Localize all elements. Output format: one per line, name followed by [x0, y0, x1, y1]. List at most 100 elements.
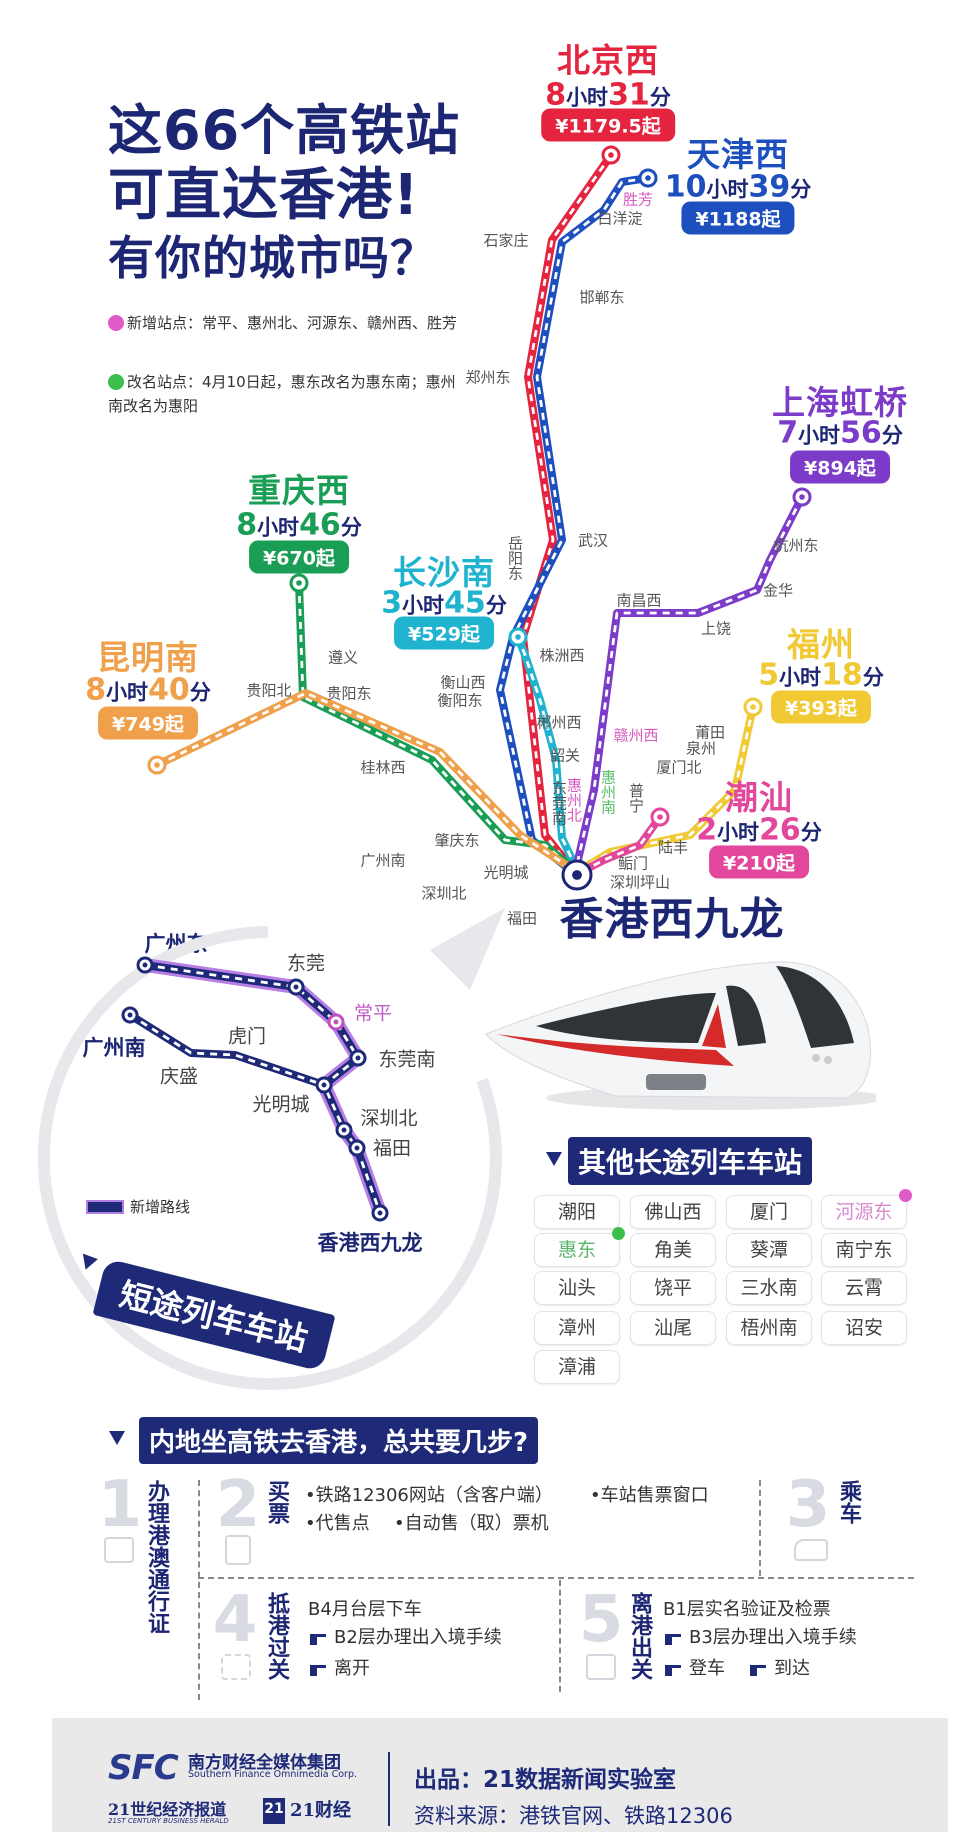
- step-2-option: •自动售（取）票机: [394, 1513, 549, 1534]
- other-station-chip: 汕尾: [630, 1311, 716, 1345]
- sfc-logo: SFC: [108, 1748, 179, 1788]
- minute-unit: 分: [340, 515, 362, 540]
- other-station-chip: 漳浦: [534, 1350, 620, 1384]
- renamed-station-icon: [612, 1227, 625, 1240]
- destination-name: 北京西: [557, 41, 659, 80]
- station-label: 深圳北: [421, 884, 467, 903]
- terminus-node-dot: [645, 175, 651, 181]
- existing-route-line: [127, 1011, 326, 1089]
- station-label: 贵阳北: [246, 681, 292, 700]
- step-2-option: •铁路12306网站（含客户端）: [305, 1485, 553, 1506]
- station-label: 白洋淀: [597, 209, 643, 228]
- step-4-number: 4: [212, 1583, 258, 1657]
- caijing-logo: 21财经: [290, 1800, 352, 1821]
- short-route-node-dot: [127, 1012, 133, 1018]
- destination-travel-time: 10小时39分: [665, 170, 812, 205]
- step-4-line-text: B2层办理出入境手续: [334, 1627, 502, 1648]
- page-title-line-2: 可直达香港!: [108, 163, 420, 228]
- station-label: 武汉: [577, 531, 609, 550]
- destination-name: 福州: [787, 625, 855, 664]
- destination-price-badge: ¥670起: [249, 540, 349, 574]
- short-route-station-label: 庆盛: [159, 1065, 199, 1088]
- footer: SFC 南方财经全媒体集团 Southern Finance Omnimedia…: [52, 1718, 948, 1832]
- divider: [198, 1577, 914, 1579]
- destination-price-badge: ¥749起: [98, 706, 198, 740]
- destination-name: 潮汕: [725, 778, 793, 817]
- terminus-node-dot: [608, 152, 614, 158]
- new-station-icon: [899, 1189, 912, 1202]
- other-station-chip: 三水南: [726, 1271, 812, 1305]
- destination-price-badge: ¥1179.5起: [541, 108, 675, 142]
- step-2-option: •代售点: [305, 1513, 370, 1534]
- travel-minutes: 40: [148, 672, 190, 708]
- short-route-node-dot: [142, 962, 148, 968]
- step-5-title: 离港出关: [627, 1592, 652, 1680]
- hub-node-dot: [572, 870, 582, 880]
- other-stations-banner: 其他长途列车车站: [568, 1137, 813, 1185]
- destination-price-badge: ¥393起: [771, 690, 871, 724]
- other-station-chip: 梧州南: [726, 1311, 812, 1345]
- other-station-chip: 佛山西: [630, 1195, 716, 1229]
- other-station-name: 厦门: [749, 1201, 788, 1223]
- other-station-chip: 潮阳: [534, 1195, 620, 1229]
- hour-unit: 小时: [106, 680, 149, 705]
- destination-travel-time: 8小时40分: [85, 673, 211, 708]
- hour-unit: 小时: [566, 85, 609, 110]
- station-label: 石家庄: [483, 231, 529, 250]
- other-stations-triangle-icon: [546, 1152, 562, 1166]
- terminus-node-dot: [515, 634, 521, 640]
- travel-hours: 8: [85, 672, 107, 708]
- other-station-chip: 饶平: [630, 1271, 716, 1305]
- other-station-name: 漳浦: [557, 1356, 596, 1378]
- station-label: 南昌西: [616, 591, 662, 610]
- other-station-name: 佛山西: [644, 1201, 702, 1223]
- terminus-node-dot: [657, 814, 663, 820]
- pointing-hand-icon: [750, 1665, 766, 1676]
- page-title-line-1: 这66个高铁站: [108, 99, 461, 162]
- terminus-node-dot: [296, 580, 302, 586]
- new-route-legend-label: 新增路线: [130, 1198, 191, 1216]
- destination-name: 长沙南: [393, 553, 495, 592]
- station-label: 广州南: [360, 851, 406, 870]
- other-station-chip: 南宁东: [821, 1233, 907, 1267]
- short-route-station-label: 东莞: [286, 952, 326, 975]
- step-5-line-text: B3层办理出入境手续: [689, 1627, 857, 1648]
- hour-unit: 小时: [257, 515, 300, 540]
- destination-name: 昆明南: [97, 638, 199, 677]
- new-route-line-dash: [144, 963, 382, 1214]
- short-route-station-label: 深圳北: [360, 1107, 418, 1130]
- id-card-icon: [104, 1537, 134, 1563]
- step-5-line: 到达: [748, 1654, 810, 1680]
- minute-unit: 分: [790, 177, 812, 202]
- kunming-line-dash: [156, 691, 578, 874]
- shanghai-line-dash: [576, 496, 804, 861]
- short-route-station-label: 常平: [353, 1002, 393, 1025]
- other-station-chip: 葵潭: [726, 1233, 812, 1267]
- minute-unit: 分: [649, 85, 671, 110]
- station-label: 惠州北: [565, 777, 583, 823]
- other-station-name: 三水南: [740, 1277, 798, 1299]
- step-5-number: 5: [578, 1583, 624, 1657]
- step-5-line: B3层办理出入境手续: [663, 1623, 857, 1649]
- page-title-line-3: 有你的城市吗？: [108, 231, 437, 285]
- hour-unit: 小时: [779, 665, 822, 690]
- step-4-line: B4月台层下车: [308, 1599, 422, 1620]
- step-4-line: 离开: [308, 1654, 370, 1680]
- destination-price-badge: ¥210起: [709, 845, 809, 879]
- station-label: 郑州东: [465, 368, 511, 387]
- step-5-line: B1层实名验证及检票: [663, 1599, 831, 1620]
- station-label: 陆丰: [657, 838, 689, 857]
- station-label: 衡阳东: [437, 691, 483, 710]
- station-label: 杭州东: [773, 536, 819, 555]
- other-station-name: 潮阳: [557, 1201, 596, 1223]
- changsha-line-dash: [516, 636, 579, 871]
- other-station-chip: 惠东: [534, 1227, 625, 1267]
- station-label: 深圳坪山: [609, 873, 671, 892]
- fuzhou-line-dash: [576, 706, 755, 874]
- producer: 出品：21数据新闻实验室: [414, 1767, 677, 1793]
- divider: [759, 1480, 761, 1576]
- legend-renamed-stations: 改名站点：4月10日起，惠东改名为惠东南；惠州南改名为惠阳: [108, 370, 468, 418]
- divider: [198, 1480, 200, 1700]
- luggage-icon: [586, 1654, 616, 1680]
- station-label: 光明城: [483, 863, 529, 882]
